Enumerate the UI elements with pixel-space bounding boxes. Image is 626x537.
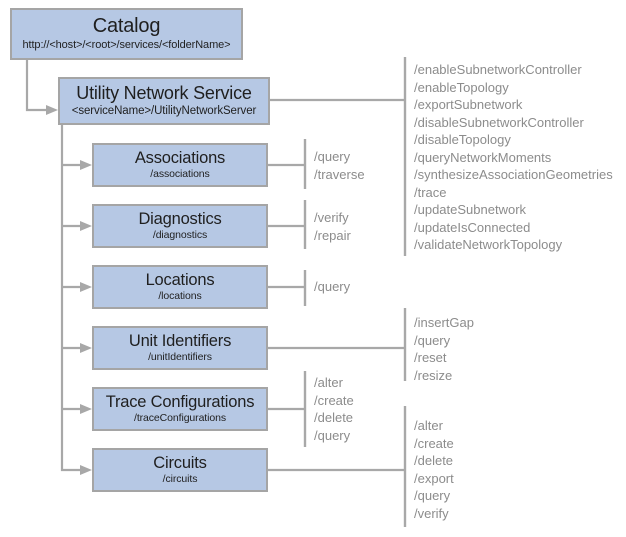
operation-label: /queryNetworkMoments (414, 149, 552, 165)
operation-label: /enableTopology (414, 79, 509, 95)
node-locations: Locations /locations (92, 265, 268, 309)
operation-label: /resize (414, 367, 453, 383)
node-url: /associations (150, 168, 210, 181)
operation-label: /disableTopology (414, 132, 511, 147)
node-title: Circuits (153, 453, 207, 472)
operation-label: /updateIsConnected (414, 219, 531, 235)
operation-label: /validateNetworkTopology (414, 237, 563, 252)
node-catalog: Catalog http://<host>/<root>/services/<f… (10, 8, 243, 60)
operations-list-unit-identifiers: /insertGap/query/reset/resize (414, 314, 474, 384)
arrowhead-service (46, 105, 58, 115)
operation-label: /updateSubnetwork (414, 202, 527, 217)
node-utility-network-service: Utility Network Service <serviceName>/Ut… (58, 77, 270, 125)
operation-label: /disableSubnetworkController (414, 114, 584, 130)
operation-label: /create (414, 435, 454, 451)
node-title: Unit Identifiers (128, 331, 232, 350)
node-associations: Associations /associations (92, 143, 268, 187)
operation-label: /query (314, 427, 351, 443)
operation-label: /enableSubnetworkController (414, 62, 582, 77)
operation-label: /trace (414, 184, 447, 200)
operation-label: /reset (414, 350, 447, 365)
operation-label: /alter (414, 418, 443, 433)
node-title: Trace Configurations (105, 392, 255, 411)
operation-label: /synthesizeAssociationGeometries (414, 167, 613, 182)
node-url: /unitIdentifiers (148, 351, 212, 364)
node-title: Catalog (92, 15, 161, 38)
node-url: /locations (158, 290, 202, 303)
arrowheads-resources (80, 160, 92, 475)
operations-list-locations: /query (314, 278, 350, 296)
node-title: Associations (134, 148, 226, 167)
node-unit-identifiers: Unit Identifiers /unitIdentifiers (92, 326, 268, 370)
operation-label: /delete (314, 410, 354, 425)
node-diagnostics: Diagnostics /diagnostics (92, 204, 268, 248)
operation-label: /insertGap (414, 315, 474, 330)
operation-label: /verify (414, 505, 449, 521)
node-url: http://<host>/<root>/services/<folderNam… (22, 38, 231, 51)
operation-label: /alter (314, 375, 343, 390)
operation-label: /repair (314, 227, 351, 243)
node-title: Utility Network Service (76, 83, 252, 104)
operation-label: /query (314, 279, 351, 294)
trunk-branches (62, 163, 80, 411)
node-circuits: Circuits /circuits (92, 448, 268, 492)
operations-list-service: /enableSubnetworkController/enableTopolo… (414, 61, 613, 254)
operations-list-diagnostics: /verify/repair (314, 209, 351, 244)
operation-label: /query (414, 488, 451, 503)
node-url: /circuits (162, 473, 198, 486)
connector-catalog-to-service (25, 58, 46, 112)
node-url: <serviceName>/UtilityNetworkServer (71, 104, 257, 117)
operation-label: /verify (314, 210, 349, 225)
operations-list-trace-configurations: /alter/create/delete/query (314, 374, 354, 444)
operation-label: /exportSubnetwork (414, 97, 523, 112)
node-title: Locations (145, 270, 215, 289)
operation-label: /create (314, 392, 354, 408)
operations-list-circuits: /alter/create/delete/export/query/verify (414, 417, 454, 522)
node-url: /diagnostics (152, 229, 208, 242)
node-url: /traceConfigurations (134, 412, 226, 425)
operation-label: /traverse (314, 166, 365, 182)
operation-label: /query (314, 149, 351, 164)
trunk-line (60, 125, 80, 472)
node-trace-configurations: Trace Configurations /traceConfiguration… (92, 387, 268, 431)
operation-label: /export (414, 470, 454, 486)
operation-label: /delete (414, 453, 454, 468)
operations-list-associations: /query/traverse (314, 148, 365, 183)
node-title: Diagnostics (138, 209, 222, 228)
operation-label: /query (414, 332, 451, 348)
